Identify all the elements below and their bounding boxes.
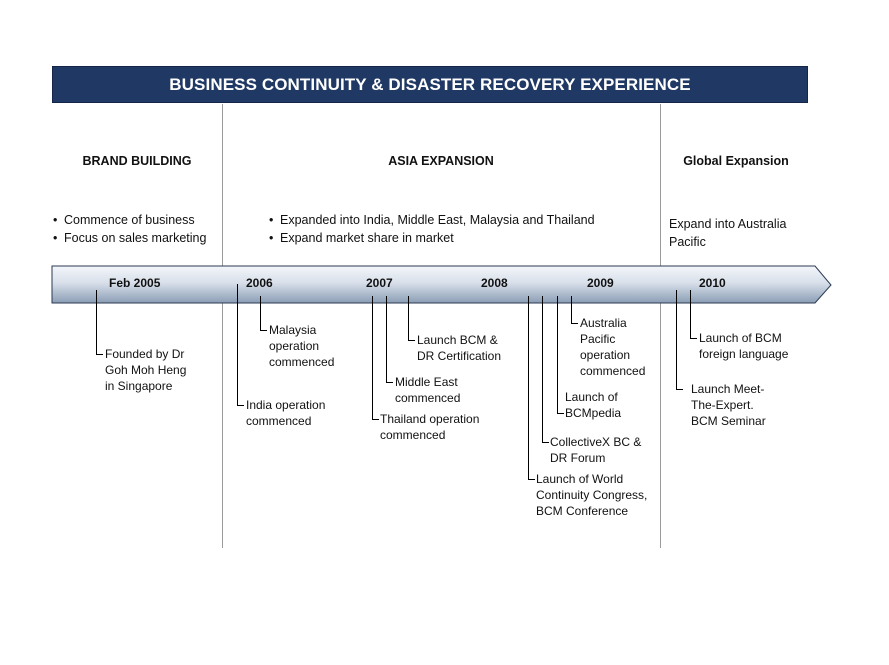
event-line: DR Certification xyxy=(417,349,502,363)
event-foreign-language: Launch of BCM foreign language xyxy=(699,330,788,362)
event-line: commenced xyxy=(395,391,461,405)
bullet-item: Focus on sales marketing xyxy=(53,229,206,247)
note-line: Expand into Australia xyxy=(669,217,787,231)
event-collectivex: CollectiveX BC & DR Forum xyxy=(550,434,641,466)
connector-india xyxy=(237,284,244,406)
event-line: commenced xyxy=(380,428,446,442)
year-label-2009: 2009 xyxy=(587,276,614,290)
brand-building-bullets: Commence of business Focus on sales mark… xyxy=(53,211,206,247)
event-line: Launch Meet- xyxy=(691,382,765,396)
note-line: Pacific xyxy=(669,235,706,249)
event-line: BCM Conference xyxy=(536,504,629,518)
year-label-2008: 2008 xyxy=(481,276,508,290)
asia-expansion-bullets: Expanded into India, Middle East, Malays… xyxy=(269,211,595,247)
event-india: India operation commenced xyxy=(246,397,325,429)
year-label-feb-2005: Feb 2005 xyxy=(109,276,161,290)
event-line: foreign language xyxy=(699,347,789,361)
year-label-2006: 2006 xyxy=(246,276,273,290)
phase-heading-brand-building: BRAND BUILDING xyxy=(82,154,192,168)
connector-australia xyxy=(571,296,578,324)
event-meet-the-expert: Launch Meet- The-Expert. BCM Seminar xyxy=(691,381,766,429)
event-line: commenced xyxy=(246,414,312,428)
event-line: operation xyxy=(269,339,320,353)
event-line: Launch of BCM xyxy=(699,331,782,345)
event-line: Thailand operation xyxy=(380,412,480,426)
phase-heading-global-expansion: Global Expansion xyxy=(683,154,789,168)
connector-bcm-cert xyxy=(408,296,415,341)
event-founded: Founded by Dr Goh Moh Heng in Singapore xyxy=(105,346,186,394)
connector-malaysia xyxy=(260,296,267,331)
connector-collectivex xyxy=(542,296,549,443)
event-line: Goh Moh Heng xyxy=(105,363,187,377)
event-line: Malaysia xyxy=(269,323,317,337)
connector-thailand xyxy=(372,296,379,420)
year-label-2010: 2010 xyxy=(699,276,726,290)
event-bcmpedia: Launch of BCMpedia xyxy=(565,389,621,421)
event-malaysia: Malaysia operation commenced xyxy=(269,322,334,370)
event-line: commenced xyxy=(580,364,646,378)
connector-bcmpedia xyxy=(557,296,564,414)
phase-heading-asia-expansion: ASIA EXPANSION xyxy=(388,154,494,168)
event-line: The-Expert. xyxy=(691,398,754,412)
event-line: BCMpedia xyxy=(565,406,622,420)
event-line: operation xyxy=(580,348,631,362)
event-line: Launch BCM & xyxy=(417,333,498,347)
global-expansion-note: Expand into Australia Pacific xyxy=(669,215,786,251)
event-line: Middle East xyxy=(395,375,458,389)
event-line: DR Forum xyxy=(550,451,606,465)
phase-divider-brand-asia xyxy=(222,104,223,548)
event-line: Pacific xyxy=(580,332,616,346)
event-line: India operation xyxy=(246,398,326,412)
event-line: Continuity Congress, xyxy=(536,488,648,502)
event-line: Launch of World xyxy=(536,472,624,486)
event-line: in Singapore xyxy=(105,379,173,393)
event-line: commenced xyxy=(269,355,335,369)
title-text: BUSINESS CONTINUITY & DISASTER RECOVERY … xyxy=(169,74,691,94)
event-world-continuity-congress: Launch of World Continuity Congress, BCM… xyxy=(536,471,647,519)
connector-meet-expert xyxy=(676,290,683,390)
event-middle-east: Middle East commenced xyxy=(395,374,460,406)
event-line: BCM Seminar xyxy=(691,414,766,428)
connector-wcc xyxy=(528,296,535,480)
bullet-item: Expand market share in market xyxy=(269,229,595,247)
bullet-item: Expanded into India, Middle East, Malays… xyxy=(269,211,595,229)
connector-founded xyxy=(96,290,103,355)
event-bcm-certification: Launch BCM & DR Certification xyxy=(417,332,501,364)
event-thailand: Thailand operation commenced xyxy=(380,411,479,443)
year-label-2007: 2007 xyxy=(366,276,393,290)
event-australia: Australia Pacific operation commenced xyxy=(580,315,645,379)
event-line: Founded by Dr xyxy=(105,347,185,361)
bullet-item: Commence of business xyxy=(53,211,206,229)
connector-middle-east xyxy=(386,296,393,383)
event-line: Launch of xyxy=(565,390,618,404)
title-banner: BUSINESS CONTINUITY & DISASTER RECOVERY … xyxy=(52,66,808,103)
connector-foreign-language xyxy=(690,290,697,339)
event-line: Australia xyxy=(580,316,627,330)
event-line: CollectiveX BC & xyxy=(550,435,642,449)
phase-divider-asia-global xyxy=(660,104,661,548)
